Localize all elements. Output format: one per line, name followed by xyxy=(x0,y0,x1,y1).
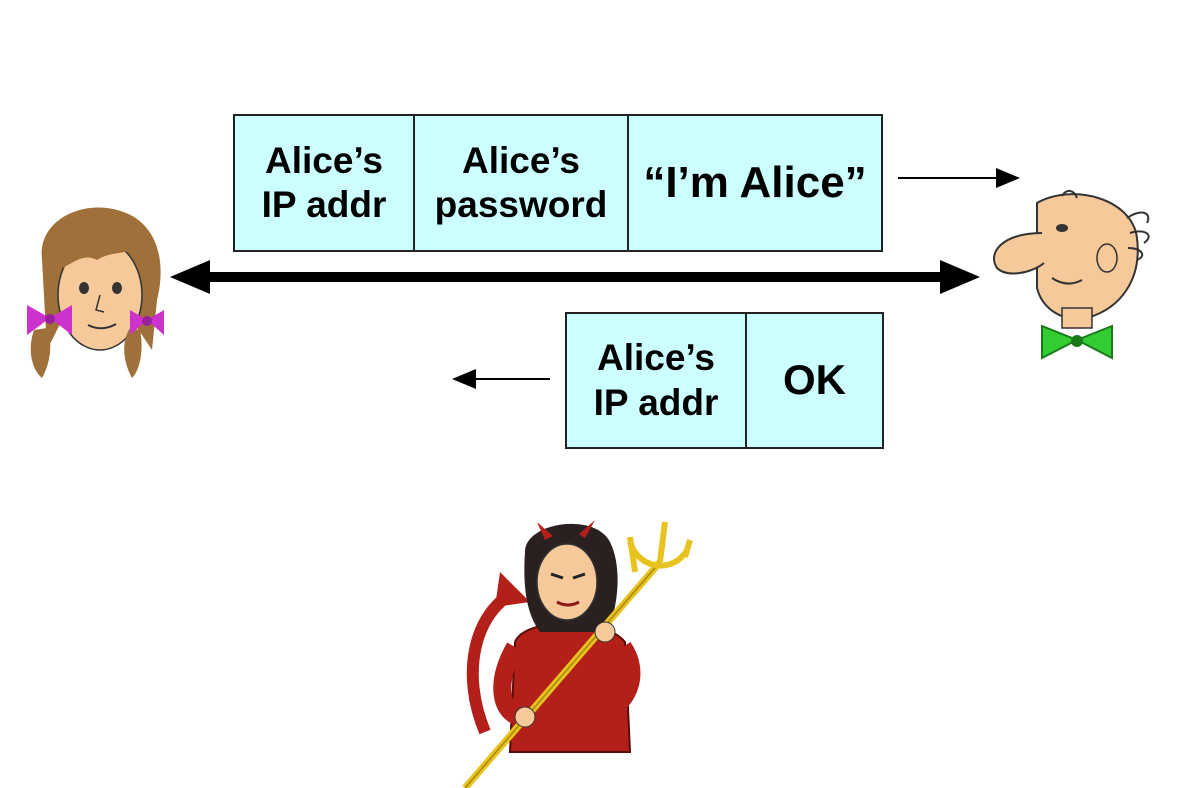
pink-bow xyxy=(27,305,72,335)
devil-with-pitchfork-icon xyxy=(462,520,693,788)
request-packet: Alice’s IP addr Alice’s password “I’m Al… xyxy=(233,114,883,252)
bald-man-with-bowtie-icon xyxy=(993,190,1150,360)
request-field-message: “I’m Alice” xyxy=(629,116,881,250)
green-bowtie xyxy=(1041,324,1113,360)
response-field-ok: OK xyxy=(747,314,882,447)
response-packet: Alice’s IP addr OK xyxy=(565,312,884,449)
pink-bow xyxy=(130,310,164,335)
bidirectional-link-arrow xyxy=(170,260,980,294)
response-field-ip: Alice’s IP addr xyxy=(567,314,747,447)
pitchfork xyxy=(462,521,693,788)
girl-with-bow-icon xyxy=(27,207,164,378)
request-field-ip: Alice’s IP addr xyxy=(235,116,415,250)
request-field-password: Alice’s password xyxy=(415,116,629,250)
